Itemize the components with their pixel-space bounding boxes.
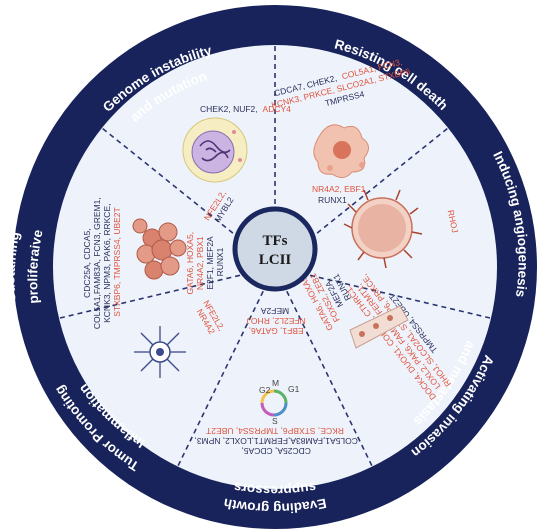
cell-cycle-icon: G2 M G1 S — [259, 378, 300, 426]
prolif-sector: CDC25A, CDCA5, COL5A1,FAM83A, FCN3, GREM… — [82, 195, 225, 329]
genome-sector: CHEK2, NUF2, ADCY4 NFE2L2, MYBL2 — [182, 104, 291, 224]
immune-cell-icon — [134, 326, 186, 378]
center-title-2: LCII — [259, 252, 292, 268]
cycle-g1: G1 — [288, 384, 300, 394]
label-suppressors-2: suppressors — [233, 479, 318, 498]
center-circle — [232, 206, 318, 292]
cell-nucleus-icon — [182, 117, 248, 183]
cell-cluster-icon — [132, 218, 187, 280]
label-suppressors: Evading growth — [222, 496, 327, 516]
cycle-g2: G2 — [259, 385, 271, 395]
inflammation-sector: NFE2L2, NR4A2 — [134, 298, 227, 378]
genome-genes: CHEK2, NUF2, ADCY4 — [200, 104, 291, 114]
prolif-genes: CDC25A, CDCA5, COL5A1,FAM83A, FCN3, GREM… — [82, 195, 122, 329]
suppressors-sector: EBF1, GATA6, NFE2L2, RHOJ MEF2A G2 M G1 … — [192, 306, 358, 456]
apoptotic-cell-icon — [313, 124, 369, 178]
angio-genes: RHOJ — [446, 209, 461, 234]
prolif-tf: GATA6, HOXA5, NR4A2, PBX1 E2F1, MEF2A RU… — [185, 230, 225, 295]
suppressors-genes: CDC25A, CDCA5, COL5A1,FAM83A,FERMT1,LOXL… — [192, 426, 358, 456]
angio-sector: RHOJ — [343, 189, 461, 269]
migrating-cells-icon — [349, 305, 409, 349]
suppressors-tf: EBF1, GATA6, NFE2L2, RHOJ MEF2A — [244, 306, 305, 336]
death-tf: NR4A2, EBF1 RUNX1 — [312, 184, 368, 205]
cycle-m: M — [272, 378, 279, 388]
center-title-1: TFs — [262, 233, 287, 249]
tumor-vessel-icon — [343, 189, 423, 269]
cycle-s: S — [272, 416, 278, 426]
